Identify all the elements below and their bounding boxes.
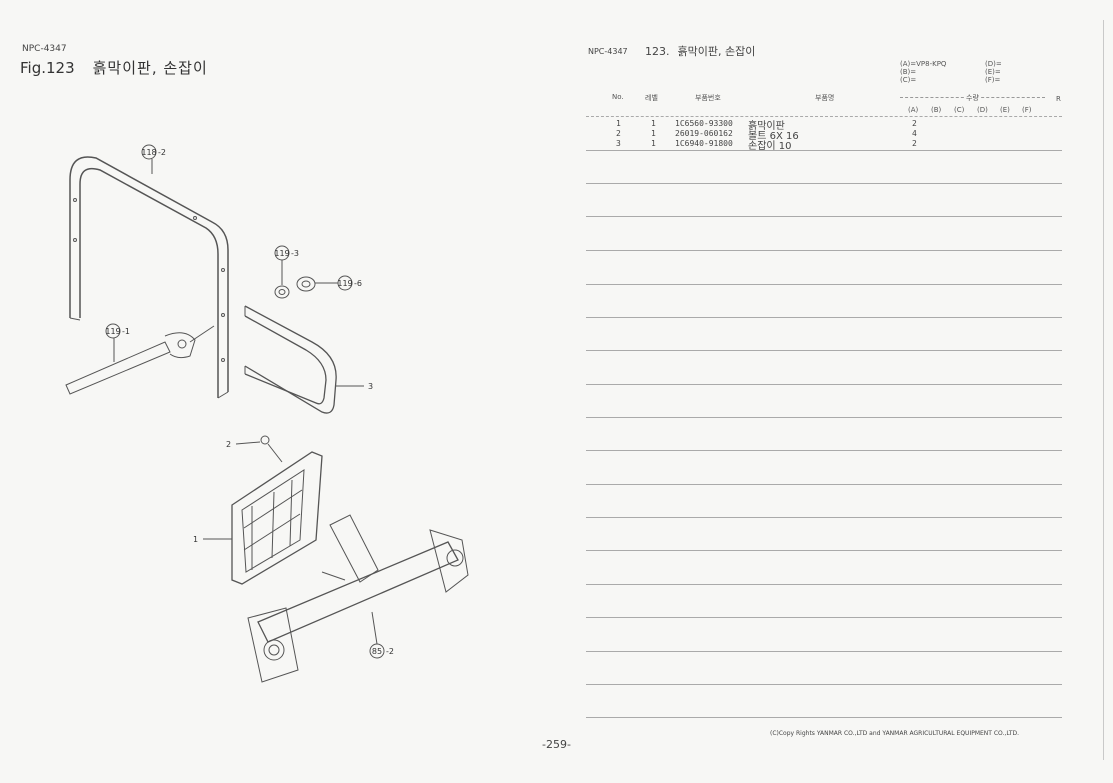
header-col-c: (C) — [954, 106, 965, 114]
ruled-line — [586, 550, 1062, 551]
row-qty-a: 4 — [912, 129, 917, 138]
callout-118-2: 118 -2 — [141, 144, 166, 174]
svg-text:-6: -6 — [354, 279, 362, 288]
row-part-name: 흙막이판 — [748, 121, 785, 132]
parts-list-title-text: 흙막이판, 손잡이 — [677, 45, 756, 58]
doc-code-right: NPC-4347 — [588, 47, 628, 56]
svg-text:-3: -3 — [291, 249, 299, 258]
svg-text:119: 119 — [274, 249, 289, 258]
model-spec-left: (A)=VP8-KPQ(B)=(C)= — [900, 60, 946, 84]
row-part-no: 1C6940-91800 — [675, 139, 733, 148]
page-number: -259- — [542, 738, 571, 751]
svg-text:3: 3 — [368, 382, 373, 391]
ruled-line — [586, 150, 1062, 151]
header-r: R — [1056, 95, 1061, 103]
ruled-line — [586, 384, 1062, 385]
doc-code-left: NPC-4347 — [22, 44, 67, 54]
bolt — [260, 435, 283, 463]
row-level: 1 — [651, 119, 656, 128]
svg-text:1: 1 — [193, 535, 198, 544]
svg-text:2: 2 — [226, 440, 231, 449]
ruled-line — [586, 651, 1062, 652]
parts-list-title: 123. 흙막이판, 손잡이 — [645, 43, 755, 59]
spec-f: (F)= — [985, 76, 1001, 84]
figure-title: Fig.123 흙막이판, 손잡이 — [20, 57, 208, 78]
callout-85-2: 85 -2 — [369, 611, 394, 659]
header-no: No. — [612, 93, 624, 101]
ruled-line — [586, 350, 1062, 351]
header-part-no: 부품번호 — [695, 94, 721, 102]
callout-2: 2 — [226, 440, 261, 449]
soil-plate — [231, 451, 323, 585]
grip — [65, 325, 215, 395]
spec-b: (B)= — [900, 68, 917, 76]
spec-d: (D)= — [985, 60, 1002, 68]
page-edge — [1103, 20, 1104, 760]
callout-119-6: 119 -6 — [315, 275, 362, 291]
callout-119-3: 119 -3 — [274, 245, 299, 285]
row-no: 1 — [616, 119, 621, 128]
row-part-name: 손잡이 10 — [748, 141, 792, 152]
svg-text:85: 85 — [372, 647, 382, 656]
row-part-no: 1C6560-93300 — [675, 119, 733, 128]
ruled-line — [586, 450, 1062, 451]
bracket — [321, 514, 379, 583]
ruled-line — [586, 417, 1062, 418]
header-level: 레벨 — [645, 94, 658, 102]
ruled-line — [586, 284, 1062, 285]
callout-1: 1 — [193, 535, 232, 544]
ruled-line — [586, 484, 1062, 485]
ruled-line — [586, 684, 1062, 685]
handle-frame — [69, 156, 229, 399]
ruled-line — [586, 517, 1062, 518]
handle-part-3 — [244, 305, 337, 414]
row-level: 1 — [651, 129, 656, 138]
row-qty-a: 2 — [912, 139, 917, 148]
svg-text:118: 118 — [141, 148, 156, 157]
row-part-name: 볼트 6X 16 — [748, 131, 799, 142]
parts-diagram: 118 -2 119 -3 119 -6 119 -1 3 2 — [65, 144, 469, 683]
ruled-line — [586, 317, 1062, 318]
row-level: 1 — [651, 139, 656, 148]
spec-a: (A)=VP8-KPQ — [900, 60, 947, 68]
header-col-a: (A) — [908, 106, 919, 114]
header-col-b: (B) — [931, 106, 942, 114]
ruled-line — [586, 617, 1062, 618]
svg-text:-1: -1 — [122, 327, 130, 336]
nut-and-washer — [274, 276, 316, 299]
header-col-e: (E) — [1000, 106, 1010, 114]
svg-text:119: 119 — [105, 327, 120, 336]
row-part-no: 26019-060162 — [675, 129, 733, 138]
spec-e: (E)= — [985, 68, 1001, 76]
header-qty: 수량 — [964, 94, 981, 102]
spec-c: (C)= — [900, 76, 917, 84]
callout-3: 3 — [336, 382, 373, 391]
svg-text:-2: -2 — [386, 647, 394, 656]
callout-119-1: 119 -1 — [105, 323, 130, 362]
svg-text:119: 119 — [337, 279, 352, 288]
model-spec-right: (D)=(E)=(F)= — [985, 60, 1002, 84]
figure-label: Fig.123 — [20, 59, 75, 77]
ruled-line — [586, 216, 1062, 217]
copyright-notice: (C)Copy Rights YANMAR CO.,LTD and YANMAR… — [770, 730, 1020, 737]
ruled-line — [586, 183, 1062, 184]
row-no: 2 — [616, 129, 621, 138]
pipe-assembly — [247, 529, 469, 683]
parts-list-number: 123. — [645, 45, 670, 58]
header-col-f: (F) — [1022, 106, 1032, 114]
row-qty-a: 2 — [912, 119, 917, 128]
header-rule — [586, 116, 1062, 117]
row-no: 3 — [616, 139, 621, 148]
header-col-d: (D) — [977, 106, 988, 114]
svg-text:-2: -2 — [158, 148, 166, 157]
header-part-name: 부품명 — [815, 94, 835, 102]
ruled-line — [586, 584, 1062, 585]
figure-title-text: 흙막이판, 손잡이 — [92, 59, 208, 77]
ruled-line — [586, 717, 1062, 718]
ruled-line — [586, 250, 1062, 251]
